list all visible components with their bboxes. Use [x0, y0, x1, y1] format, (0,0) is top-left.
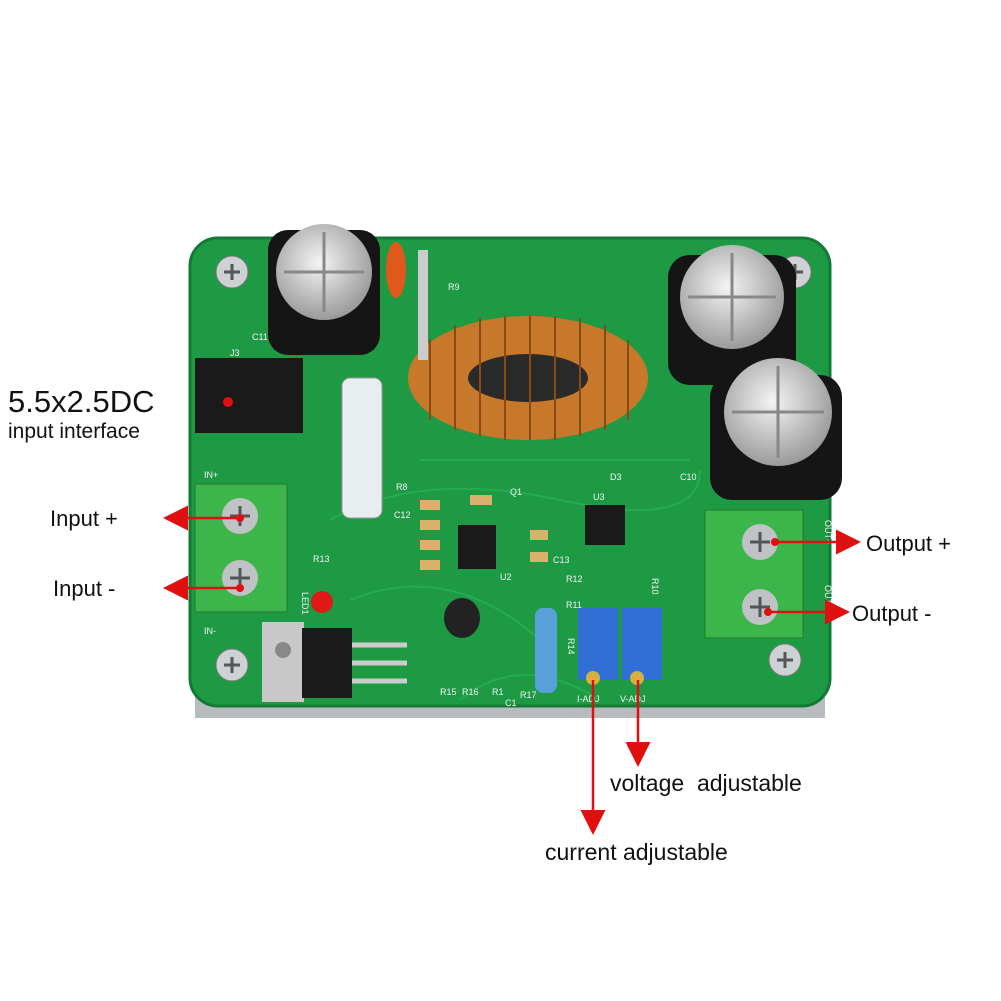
silk-ref: U2 — [500, 572, 512, 582]
callout-dc-jack-sub: input interface — [8, 420, 140, 443]
silk-ref: Q1 — [510, 487, 522, 497]
callout-input-plus: Input + — [50, 506, 118, 531]
silk-ref: D3 — [610, 472, 622, 482]
toroid-inductor — [408, 250, 648, 440]
silk-ref: R14 — [566, 638, 576, 655]
dc-jack — [195, 358, 303, 433]
callout-input-minus: Input - — [53, 576, 116, 601]
callout-output-minus: Output - — [852, 601, 932, 626]
potentiometers — [578, 608, 662, 685]
silk-ref: R9 — [448, 282, 460, 292]
silk-ref: C13 — [553, 555, 570, 565]
callout-current-adjustable: current adjustable — [545, 839, 728, 865]
silk-ref: C11 — [252, 332, 268, 342]
silk-ref: C1 — [505, 698, 517, 708]
silk-ref: R11 — [566, 600, 582, 610]
silk-ref: R15 — [440, 687, 457, 697]
silk-ref: J3 — [230, 348, 240, 358]
callout-dc-jack-title: 5.5x2.5DC — [8, 384, 155, 419]
resistor — [535, 608, 557, 693]
led — [311, 591, 333, 613]
silk-ref: R1 — [492, 687, 504, 697]
silk-ref: R10 — [650, 578, 660, 595]
capacitors — [268, 224, 842, 638]
silk-in-minus: IN- — [204, 626, 216, 636]
silk-ref: R13 — [313, 554, 330, 564]
voltage-regulator — [262, 622, 407, 702]
input-terminal-block — [194, 483, 288, 613]
silk-ref: LED1 — [300, 592, 310, 615]
callout-arrows — [163, 397, 861, 835]
silk-ref: C10 — [680, 472, 697, 482]
callout-voltage-adjustable: voltage adjustable — [610, 770, 802, 796]
silk-i-adj: I-ADJ — [577, 694, 600, 704]
silk-in-plus: IN+ — [204, 470, 218, 480]
ic-u2 — [458, 525, 496, 569]
silk-ref: C12 — [394, 510, 411, 520]
output-terminal-block — [704, 509, 804, 639]
silk-ref: R8 — [396, 482, 408, 492]
silk-ref: R17 — [520, 690, 537, 700]
silk-out-minus: OUT- — [823, 585, 833, 607]
silk-ref: R12 — [566, 574, 583, 584]
silk-ref: R16 — [462, 687, 479, 697]
fuse — [341, 377, 383, 519]
ic-u3 — [585, 505, 625, 545]
silk-v-adj: V-ADJ — [620, 694, 646, 704]
silk-out-plus: OUT+ — [823, 520, 833, 544]
silk-ref: U3 — [593, 492, 605, 502]
callout-output-plus: Output + — [866, 531, 952, 556]
